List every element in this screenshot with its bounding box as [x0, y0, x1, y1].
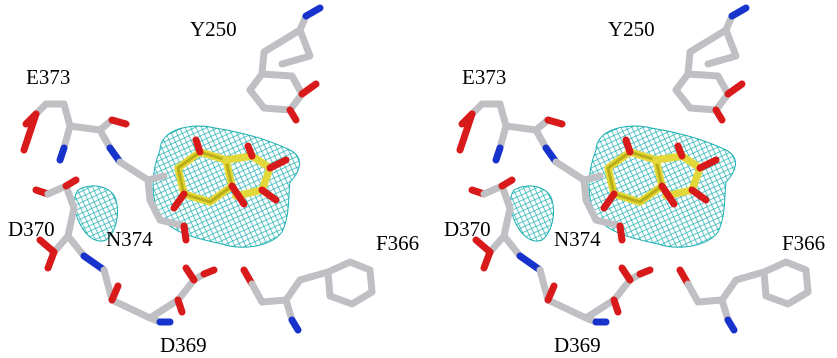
right-stereo-view: Y250 E373 D370 N374 F366 D369: [444, 4, 825, 357]
residue-d369: [536, 264, 654, 326]
residue-e373: [20, 100, 130, 166]
label-f366: F366: [782, 231, 825, 255]
label-e373: E373: [26, 65, 70, 89]
density-mesh-small: [509, 185, 555, 242]
label-d370: D370: [8, 217, 55, 241]
label-d370: D370: [444, 217, 491, 241]
ligand: [600, 136, 720, 212]
label-e373: E373: [462, 65, 506, 89]
label-y250: Y250: [190, 17, 237, 41]
label-n374: N374: [554, 227, 601, 251]
residue-d369: [100, 264, 218, 326]
residue-d370: [32, 176, 108, 274]
label-y250: Y250: [608, 17, 655, 41]
residue-y250: [246, 4, 324, 124]
residue-f366: [240, 258, 376, 334]
residue-n374: [116, 158, 190, 244]
residue-n374: [552, 158, 626, 244]
label-d369: D369: [554, 333, 601, 357]
residue-e373: [456, 100, 566, 166]
ligand: [170, 136, 290, 212]
label-d369: D369: [160, 333, 207, 357]
label-n374: N374: [106, 227, 153, 251]
label-f366: F366: [376, 231, 419, 255]
residue-d370: [468, 176, 544, 274]
left-stereo-view: Y250 E373 D370 N374 F366 D369: [8, 4, 419, 357]
residue-y250: [672, 4, 750, 124]
residue-f366: [676, 258, 812, 334]
